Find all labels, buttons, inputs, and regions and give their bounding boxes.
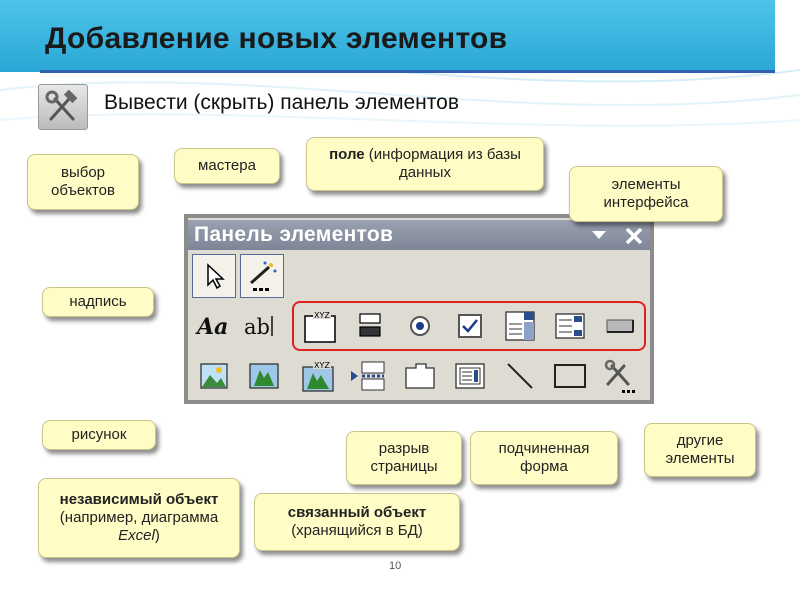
combo-box-icon	[505, 311, 535, 341]
rectangle-tool[interactable]	[548, 354, 592, 398]
svg-text:XYZ: XYZ	[314, 311, 330, 320]
callout-unbound-close: )	[154, 527, 160, 544]
label-aa-icon: Aa	[195, 314, 228, 340]
more-controls-tool[interactable]	[598, 354, 642, 398]
callout-wizards-text: мастера	[198, 157, 256, 174]
checkbox-icon	[458, 314, 482, 338]
toolbox-toggle-label: Вывести (скрыть) панель элементов	[104, 91, 460, 114]
callout-field-text: (информация из базы данных	[368, 146, 521, 181]
page-break-tool[interactable]	[346, 354, 390, 398]
tools-hammer-wrench-icon	[45, 89, 78, 121]
callout-unbound-text: (например, диаграмма	[59, 509, 219, 526]
subform-icon	[455, 363, 485, 389]
tab-control-icon	[405, 363, 435, 389]
text-box-abl-icon: ab	[244, 315, 273, 339]
toggle-button-tool[interactable]	[348, 304, 392, 348]
command-button-icon	[606, 319, 634, 333]
label-tool[interactable]: Aa	[192, 304, 236, 348]
callout-unbound-excel: Excel	[118, 527, 155, 544]
callout-bound-bold: связанный объект	[287, 504, 427, 521]
image-icon	[200, 363, 228, 389]
select-objects-tool[interactable]	[192, 254, 236, 298]
line-icon	[507, 363, 533, 389]
callout-select-objects: выбор объектов	[27, 154, 139, 210]
rectangle-icon	[554, 364, 586, 388]
callout-field: поле (информация из базы данных	[306, 137, 544, 191]
callout-subform: подчиненная форма	[470, 431, 618, 485]
cursor-arrow-icon	[207, 263, 225, 290]
toolbox-panel-titlebar[interactable]	[188, 220, 650, 250]
svg-text:ab: ab	[244, 315, 270, 339]
check-box-tool[interactable]	[448, 304, 492, 348]
callout-unbound-object: независимый объект (например, диаграмма …	[38, 478, 240, 558]
callout-bound-object: связанный объект (хранящийся в БД)	[254, 493, 460, 551]
title-underline	[40, 70, 775, 73]
control-wizards-tool[interactable]	[240, 254, 284, 298]
callout-picture-text: рисунок	[71, 426, 127, 443]
callout-picture: рисунок	[42, 420, 156, 450]
title-bar	[0, 0, 775, 72]
callout-bound-text: (хранящийся в БД)	[291, 522, 423, 539]
callout-ui-elements: элементы интерфейса	[569, 166, 723, 222]
combo-box-tool[interactable]	[498, 304, 542, 348]
line-tool[interactable]	[498, 354, 542, 398]
callout-label: надпись	[42, 287, 154, 317]
callout-unbound-bold: независимый объект	[59, 491, 219, 508]
callout-other: другие элементы	[644, 423, 756, 477]
callout-ui-elements-text: элементы интерфейса	[603, 176, 689, 211]
callout-label-text: надпись	[69, 293, 127, 310]
option-button-tool[interactable]	[398, 304, 442, 348]
list-box-tool[interactable]	[548, 304, 592, 348]
svg-text:Aa: Aa	[195, 314, 228, 340]
toolbox-toggle-button[interactable]	[38, 84, 88, 130]
subform-tool[interactable]	[448, 354, 492, 398]
text-box-tool[interactable]: ab	[242, 304, 286, 348]
tab-control-tool[interactable]	[398, 354, 442, 398]
page-number: 10	[389, 560, 402, 572]
callout-field-bold: поле	[329, 146, 365, 163]
toggle-button-icon	[359, 313, 381, 337]
page-break-icon	[351, 361, 385, 391]
callout-page-break-text: разрыв страницы	[370, 440, 438, 475]
panel-dropdown-icon[interactable]	[590, 228, 608, 242]
callout-wizards: мастера	[174, 148, 280, 184]
ui-elements-highlight	[292, 301, 646, 351]
slide-title: Добавление новых элементов	[45, 22, 508, 55]
command-button-tool[interactable]	[598, 304, 642, 348]
bound-object-xyz-icon: XYZ	[302, 360, 334, 392]
radio-button-icon	[410, 316, 430, 336]
unbound-object-icon	[249, 363, 279, 389]
svg-text:XYZ: XYZ	[314, 361, 330, 370]
callout-other-text: другие элементы	[665, 432, 735, 467]
callout-subform-text: подчиненная форма	[498, 440, 590, 475]
list-box-icon	[555, 313, 585, 339]
callout-page-break: разрыв страницы	[346, 431, 462, 485]
option-group-tool[interactable]: XYZ	[298, 304, 342, 348]
magic-wand-icon	[250, 261, 277, 291]
more-controls-tools-icon	[604, 359, 635, 393]
close-icon[interactable]	[624, 226, 644, 246]
toolbox-panel-title: Панель элементов	[194, 223, 394, 246]
callout-select-objects-text: выбор объектов	[51, 164, 115, 199]
bound-object-frame-tool[interactable]: XYZ	[296, 354, 340, 398]
unbound-object-frame-tool[interactable]	[242, 354, 286, 398]
option-group-xyz-icon: XYZ	[304, 310, 336, 343]
image-tool[interactable]	[192, 354, 236, 398]
